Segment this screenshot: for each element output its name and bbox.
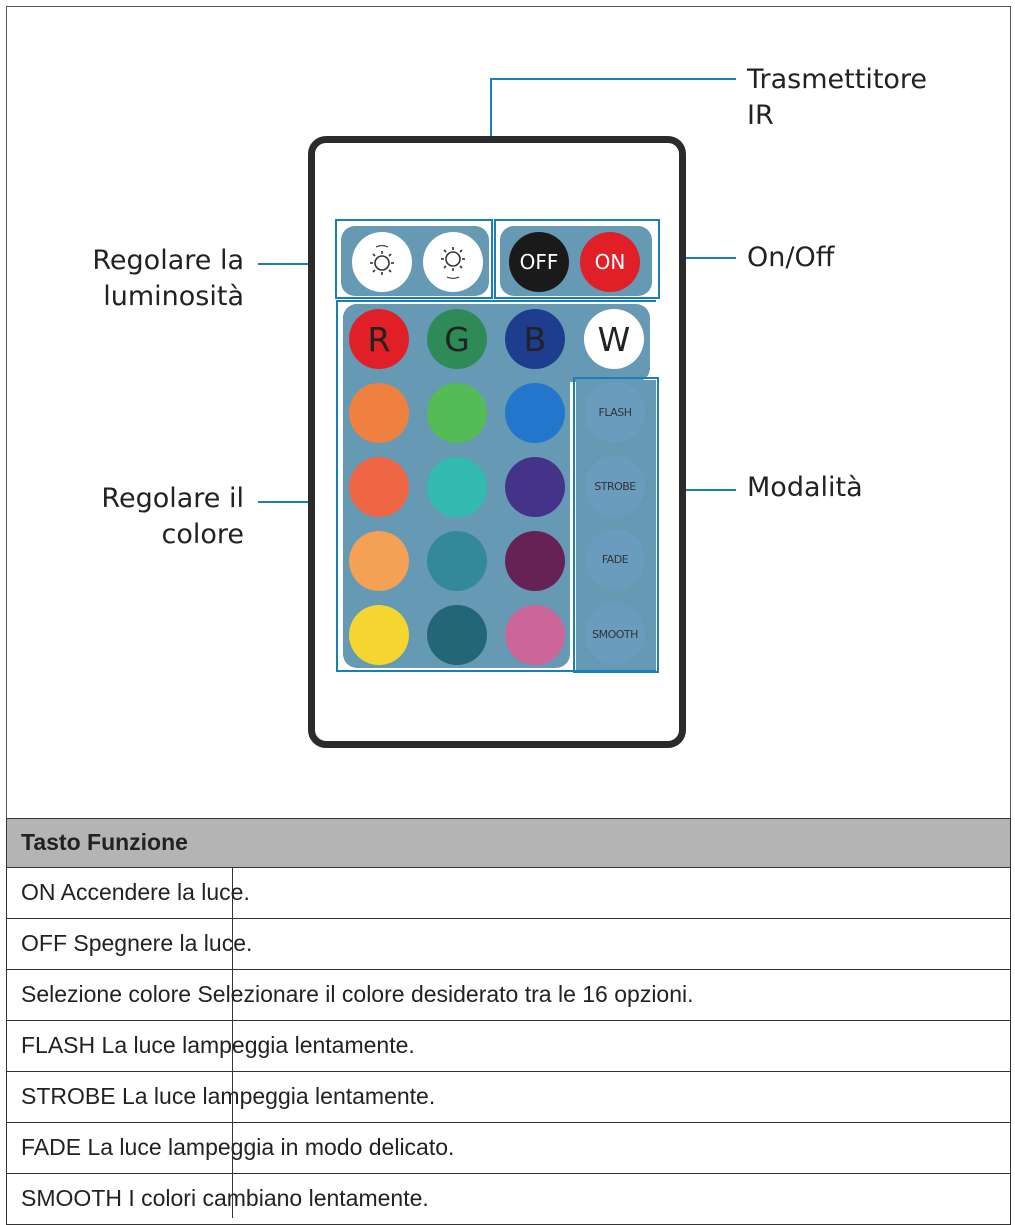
color-button[interactable] (427, 605, 487, 665)
color-button[interactable] (427, 531, 487, 591)
brightness-outline (335, 219, 493, 299)
color-callout-line (258, 501, 336, 503)
transmitter-label-line1: Trasmettitore (747, 64, 928, 95)
color-button[interactable] (349, 531, 409, 591)
rgbw-button-r[interactable]: R (349, 309, 409, 369)
rgbw-button-g[interactable]: G (427, 309, 487, 369)
table-row: OFF Spegnere la luce. (7, 919, 1010, 970)
table-row: STROBE La luce lampeggia lentamente. (7, 1072, 1010, 1123)
modes-label: Modalità (747, 472, 863, 503)
color-button[interactable] (505, 531, 565, 591)
table-cell: FLASH La luce lampeggia lentamente. (21, 1032, 415, 1058)
rgbw-button-label: B (523, 319, 547, 359)
rgbw-button-w[interactable]: W (584, 309, 644, 369)
table-header-text: Tasto Funzione (21, 829, 188, 855)
transmitter-callout-drop (490, 78, 492, 138)
color-label-line2: colore (161, 519, 244, 550)
table-column-divider (232, 818, 233, 1218)
color-button[interactable] (427, 457, 487, 517)
table-cell: FADE La luce lampeggia in modo delicato. (21, 1134, 455, 1160)
power-outline (494, 219, 660, 299)
table-cell: Selezione colore Selezionare il colore d… (21, 981, 694, 1007)
modes-outline (573, 377, 659, 673)
color-button[interactable] (505, 457, 565, 517)
color-label-line1: Regolare il (101, 483, 244, 514)
table-row: FLASH La luce lampeggia lentamente. (7, 1021, 1010, 1072)
brightness-down-button[interactable] (423, 232, 483, 292)
brightness-down-icon (441, 247, 465, 279)
mode-button-strobe[interactable]: STROBE (585, 456, 645, 516)
transmitter-label-line2: IR (747, 100, 774, 131)
table-cell: SMOOTH I colori cambiano lentamente. (21, 1185, 429, 1211)
color-label: Regolare il colore (60, 481, 244, 553)
modes-callout-line (660, 489, 736, 491)
table-cell: STROBE La luce lampeggia lentamente. (21, 1083, 436, 1109)
brightness-up-button[interactable] (352, 232, 412, 292)
mode-button-flash[interactable]: FLASH (585, 382, 645, 442)
mode-button-fade[interactable]: FADE (585, 529, 645, 589)
color-outline (336, 300, 656, 672)
rgbw-button-label: W (597, 319, 631, 359)
mode-button-label: STROBE (594, 479, 636, 493)
color-button[interactable] (427, 383, 487, 443)
onoff-callout-line (660, 257, 736, 259)
color-button[interactable] (349, 383, 409, 443)
table-row: Selezione colore Selezionare il colore d… (7, 970, 1010, 1021)
brightness-up-icon (370, 245, 394, 275)
rgbw-button-label: G (444, 319, 470, 359)
diagram-frame (6, 6, 1011, 818)
off-button[interactable]: OFF (509, 232, 569, 292)
on-button-label: ON (594, 250, 626, 274)
rgbw-button-label: R (367, 319, 391, 359)
transmitter-callout-line (490, 78, 736, 80)
brightness-callout-line (258, 263, 336, 265)
brightness-label-line2: luminosità (103, 281, 244, 312)
color-button[interactable] (505, 605, 565, 665)
mode-button-label: FLASH (598, 405, 633, 419)
rgbw-button-b[interactable]: B (505, 309, 565, 369)
table-header: Tasto Funzione (7, 818, 1010, 868)
table-cell: ON Accendere la luce. (21, 879, 250, 905)
color-button[interactable] (349, 605, 409, 665)
mode-button-smooth[interactable]: SMOOTH (585, 604, 645, 664)
onoff-label: On/Off (747, 242, 835, 273)
off-button-label: OFF (519, 250, 559, 274)
brightness-label: Regolare la luminosità (60, 243, 244, 315)
table-body: ON Accendere la luce. OFF Spegnere la luc… (7, 868, 1010, 1225)
on-button[interactable]: ON (580, 232, 640, 292)
function-table: Tasto Funzione ON Accendere la luce. OFF … (6, 818, 1011, 1225)
brightness-label-line1: Regolare la (92, 245, 244, 276)
mode-button-label: FADE (601, 552, 629, 566)
mode-button-label: SMOOTH (592, 627, 638, 641)
table-row: SMOOTH I colori cambiano lentamente. (7, 1174, 1010, 1225)
color-button[interactable] (349, 457, 409, 517)
table-cell: OFF Spegnere la luce. (21, 930, 253, 956)
table-row: FADE La luce lampeggia in modo delicato. (7, 1123, 1010, 1174)
color-button[interactable] (505, 383, 565, 443)
table-row: ON Accendere la luce. (7, 868, 1010, 919)
transmitter-label: Trasmettitore IR (747, 62, 927, 134)
